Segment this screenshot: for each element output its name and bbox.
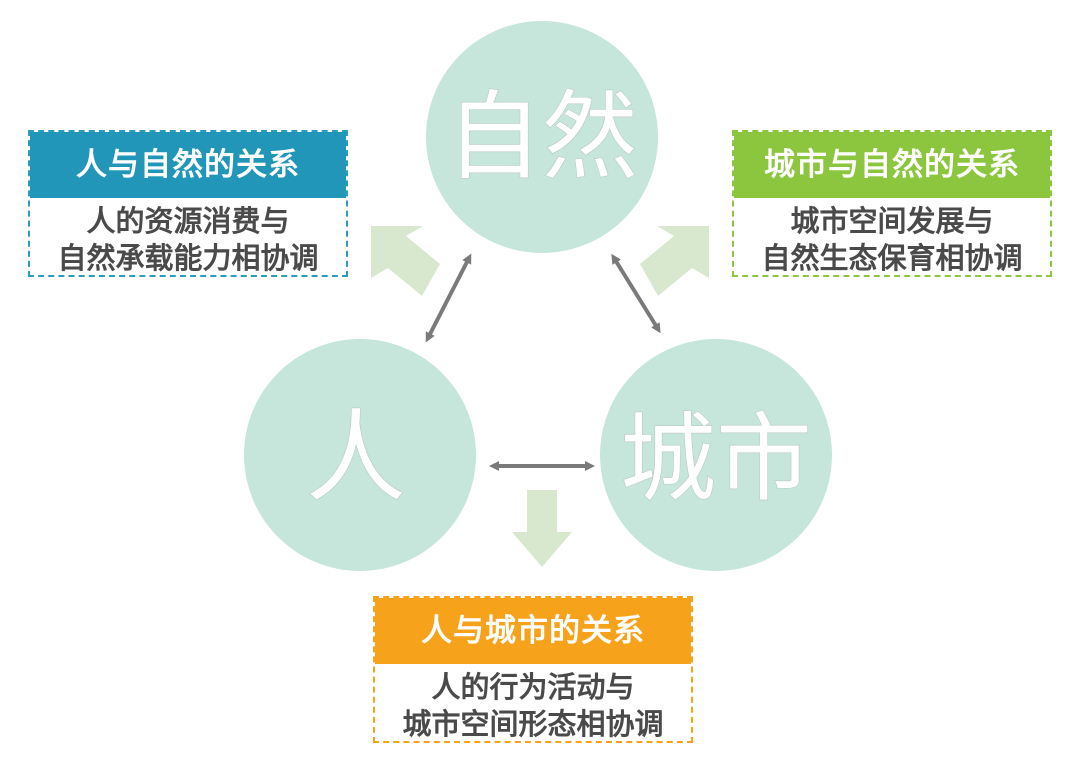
people-city-body: 人的行为活动与 城市空间形态相协调 — [375, 664, 691, 743]
people-nature-title: 人与自然的关系 — [30, 132, 346, 198]
output-arrow-to-people-nature — [371, 226, 440, 296]
nature-circle — [426, 21, 658, 253]
output-arrow-to-city-nature — [640, 226, 709, 296]
city-nature-line-1: 城市空间发展与 — [790, 204, 994, 238]
double-headed-arrow-icon — [425, 253, 472, 343]
node-people: 人 — [244, 339, 476, 571]
people-nature-line-1: 人的资源消费与 — [86, 204, 290, 238]
people-nature-line-2: 自然承载能力相协调 — [57, 241, 319, 275]
block-arrow-icon — [512, 490, 572, 567]
double-headed-arrow-icon — [611, 253, 661, 334]
city-label: 城市 — [620, 403, 812, 515]
people-city-box: 人与城市的关系 人的行为活动与 城市空间形态相协调 — [373, 596, 693, 743]
city-circle — [600, 339, 832, 571]
city-nature-box: 城市与自然的关系 城市空间发展与 自然生态保育相协调 — [732, 130, 1052, 277]
people-label: 人 — [306, 399, 406, 516]
node-nature: 自然 — [426, 21, 658, 253]
city-nature-body: 城市空间发展与 自然生态保育相协调 — [734, 198, 1050, 277]
people-nature-body: 人的资源消费与 自然承载能力相协调 — [30, 198, 346, 277]
block-arrow-icon — [371, 226, 440, 296]
node-city: 城市 — [600, 339, 832, 571]
nature-label: 自然 — [446, 81, 638, 193]
output-arrow-to-people-city — [512, 490, 572, 567]
people-circle — [244, 339, 476, 571]
block-arrow-icon — [640, 226, 709, 296]
city-nature-title: 城市与自然的关系 — [734, 132, 1050, 198]
people-city-title: 人与城市的关系 — [375, 598, 691, 664]
people-city-line-2: 城市空间形态相协调 — [402, 707, 664, 741]
people-city-line-1: 人的行为活动与 — [431, 670, 635, 704]
people-nature-box: 人与自然的关系 人的资源消费与 自然承载能力相协调 — [28, 130, 348, 277]
city-nature-line-2: 自然生态保育相协调 — [761, 241, 1023, 275]
